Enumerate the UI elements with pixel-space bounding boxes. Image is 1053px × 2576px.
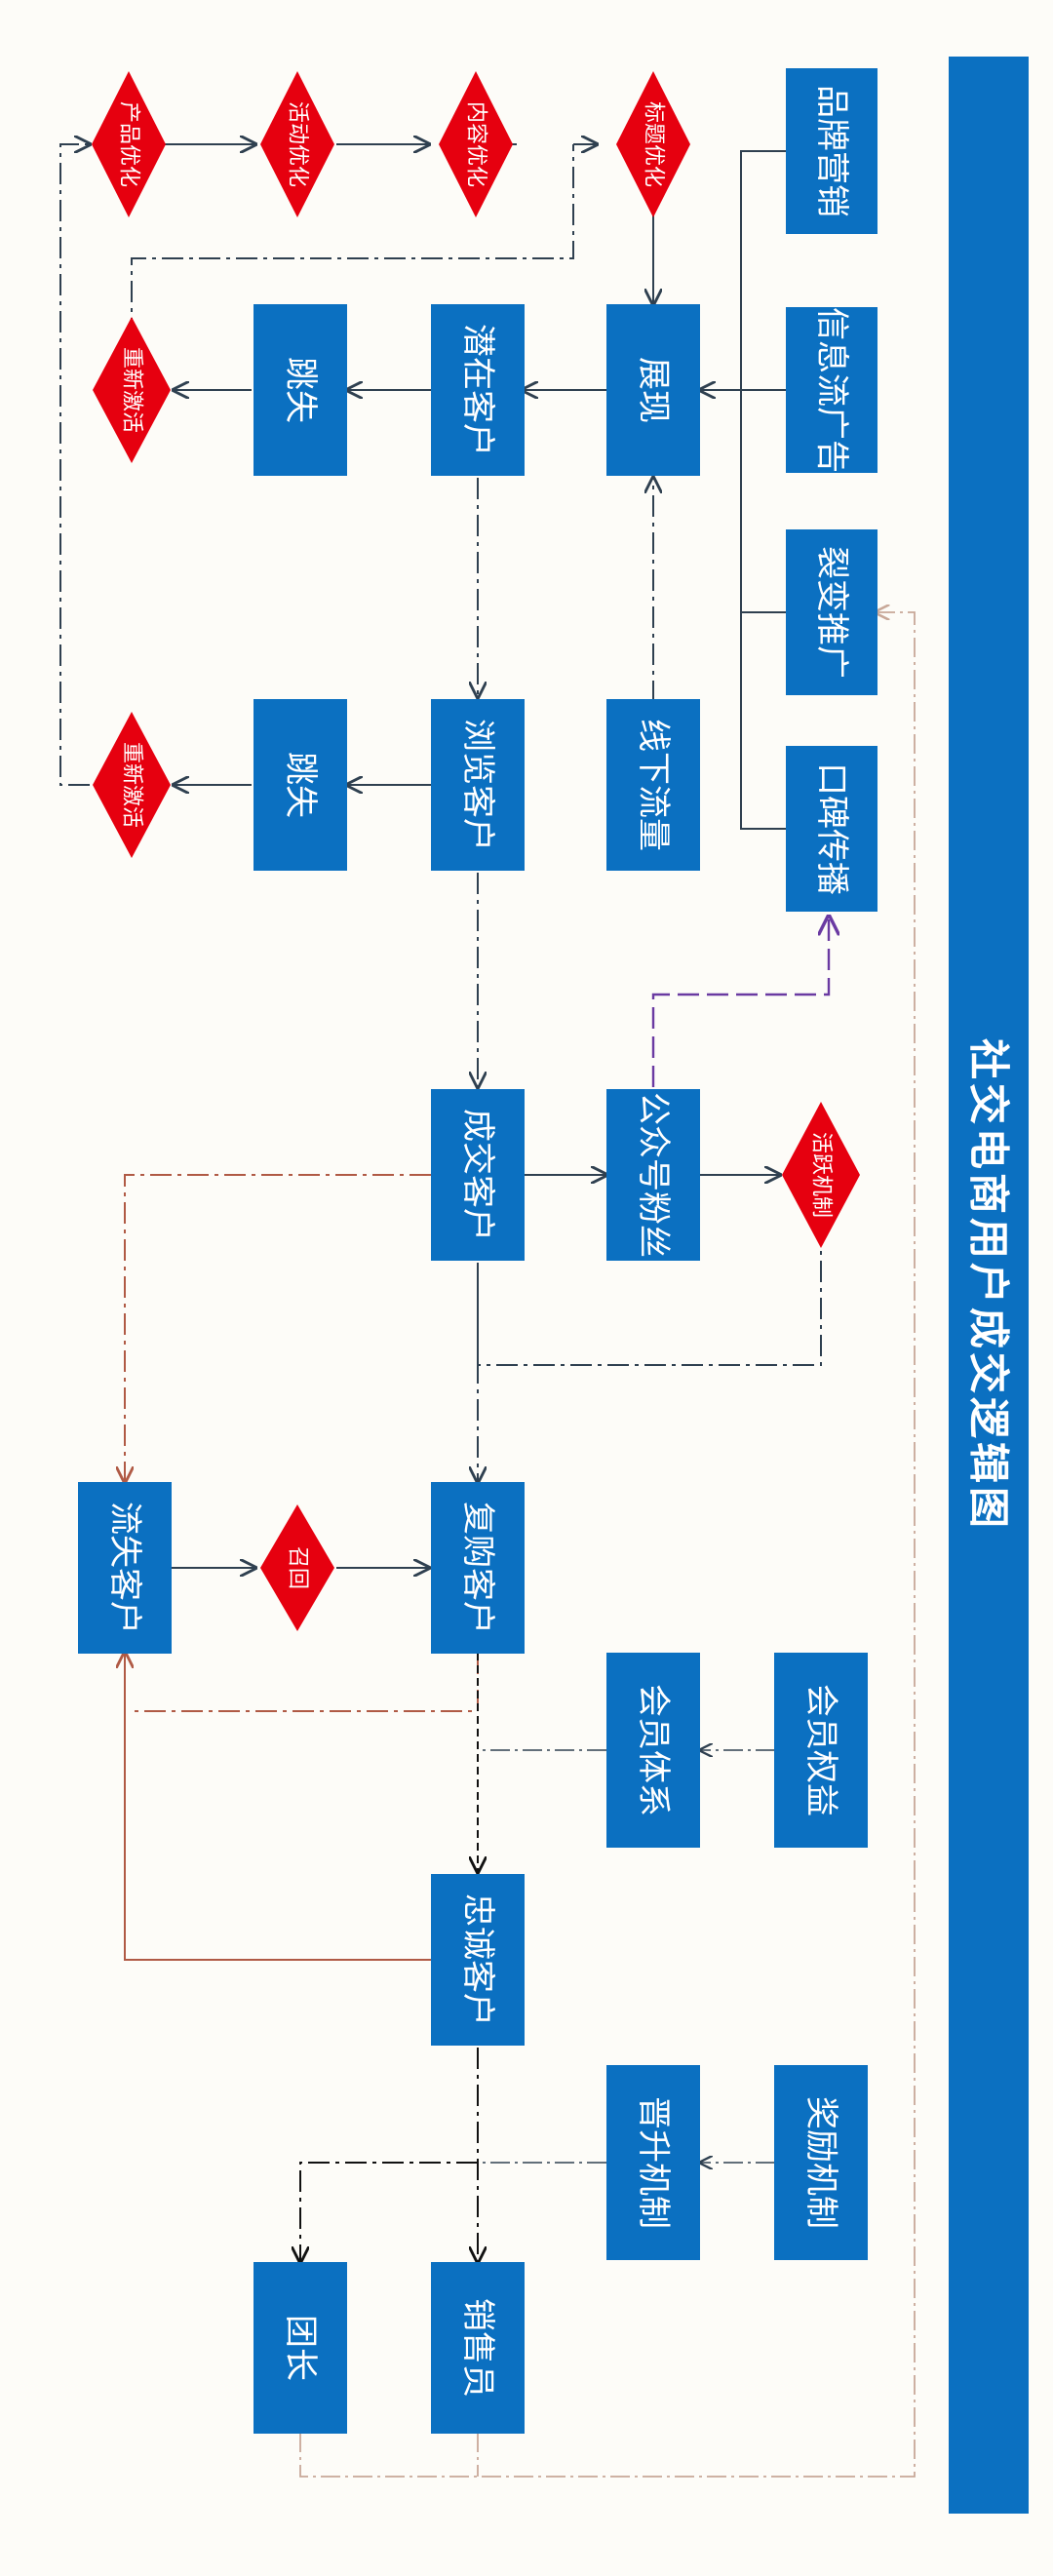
title-bar: 社交电商用户成交逻辑图 — [949, 57, 1029, 2514]
node-label: 信息流广告 — [812, 307, 851, 473]
node-fission[interactable]: 裂变推广 — [786, 529, 878, 695]
node-label: 会员权益 — [801, 1684, 840, 1816]
node-label: 裂变推广 — [812, 546, 851, 679]
connector-reactivate2-loop — [59, 144, 90, 786]
diamond-label: 重新激活 — [120, 347, 144, 433]
node-brand-marketing[interactable]: 品牌营销 — [786, 68, 878, 234]
node-label: 晋升机制 — [634, 2096, 673, 2229]
node-bounce-1[interactable]: 跳失 — [254, 304, 347, 476]
node-exposure[interactable]: 展现 — [606, 304, 700, 476]
diamond-label: 活动优化 — [286, 101, 310, 187]
node-label: 流失客户 — [105, 1502, 144, 1634]
node-word-of-mouth[interactable]: 口碑传播 — [786, 746, 878, 912]
node-bounce-2[interactable]: 跳失 — [254, 699, 347, 871]
node-label: 线下流量 — [634, 719, 673, 851]
node-deal-customer[interactable]: 成交客户 — [431, 1089, 525, 1261]
node-feed-ads[interactable]: 信息流广告 — [786, 307, 878, 473]
node-group-leader[interactable]: 团长 — [254, 2262, 347, 2434]
diamond-activity-mechanism[interactable]: 活跃机制 — [782, 1102, 860, 1248]
connector-activity-to-repeat — [478, 1224, 822, 1482]
node-label: 展现 — [634, 357, 673, 423]
node-browsing-customer[interactable]: 浏览客户 — [431, 699, 525, 871]
diamond-content-opt[interactable]: 内容优化 — [439, 71, 513, 217]
nodes: 品牌营销 信息流广告 裂变推广 口碑传播 展现 线下流量 公众号粉丝 — [78, 68, 878, 2434]
node-label: 浏览客户 — [458, 719, 497, 851]
node-member-rights[interactable]: 会员权益 — [774, 1653, 868, 1848]
diamond-reactivate-2[interactable]: 重新激活 — [93, 712, 171, 858]
connector-loyal-to-leader — [300, 2162, 478, 2262]
diamonds: 标题优化 内容优化 活动优化 产品优化 重新激活 重新激活 活跃机制 召回 — [92, 71, 860, 1631]
node-salesperson[interactable]: 销售员 — [431, 2262, 525, 2434]
node-repeat-customer[interactable]: 复购客户 — [431, 1482, 525, 1654]
connectors — [59, 144, 916, 2478]
diamond-label: 重新激活 — [120, 742, 144, 828]
connector-feedback-loop — [299, 612, 916, 2478]
node-label: 会员体系 — [634, 1684, 673, 1816]
connector-deal-to-lost — [125, 1174, 431, 1482]
diamond-product-opt[interactable]: 产品优化 — [92, 71, 166, 217]
connector-loyal-to-lost — [125, 1653, 431, 1961]
node-label: 团长 — [281, 2315, 320, 2381]
connector-source-bus — [740, 150, 788, 830]
node-reward-mechanism[interactable]: 奖励机制 — [774, 2065, 868, 2260]
node-loyal-customer[interactable]: 忠诚客户 — [431, 1874, 525, 2046]
node-potential-customer[interactable]: 潜在客户 — [431, 304, 525, 476]
node-label: 奖励机制 — [801, 2096, 840, 2229]
connector-reactivate1-loop — [131, 144, 574, 339]
diamond-reactivate-1[interactable]: 重新激活 — [93, 317, 171, 463]
node-label: 销售员 — [458, 2298, 497, 2398]
node-label: 口碑传播 — [812, 762, 851, 895]
diamond-label: 召回 — [286, 1546, 310, 1589]
diamond-label: 活跃机制 — [809, 1132, 834, 1218]
node-label: 品牌营销 — [812, 85, 851, 217]
node-label: 复购客户 — [458, 1502, 497, 1634]
node-promotion-mechanism[interactable]: 晋升机制 — [606, 2065, 700, 2260]
diamond-activity-opt[interactable]: 活动优化 — [260, 71, 334, 217]
node-offline-traffic[interactable]: 线下流量 — [606, 699, 700, 871]
diamond-title-opt[interactable]: 标题优化 — [616, 71, 690, 217]
diamond-label: 标题优化 — [642, 101, 666, 187]
node-label: 公众号粉丝 — [634, 1092, 673, 1258]
node-label: 成交客户 — [458, 1109, 497, 1241]
connector-fans-to-wom — [651, 917, 829, 1087]
diamond-label: 内容优化 — [464, 101, 488, 187]
node-label: 潜在客户 — [458, 324, 497, 456]
page-title: 社交电商用户成交逻辑图 — [965, 1038, 1013, 1532]
connector-repeat-to-lost — [132, 1653, 479, 1712]
diamond-label: 产品优化 — [117, 101, 141, 187]
node-label: 忠诚客户 — [458, 1893, 497, 2026]
node-label: 跳失 — [281, 357, 320, 423]
node-wechat-fans[interactable]: 公众号粉丝 — [606, 1089, 700, 1261]
diamond-recall[interactable]: 召回 — [260, 1504, 334, 1631]
node-member-system[interactable]: 会员体系 — [606, 1653, 700, 1848]
node-lost-customer[interactable]: 流失客户 — [78, 1482, 172, 1654]
node-label: 跳失 — [281, 752, 320, 818]
